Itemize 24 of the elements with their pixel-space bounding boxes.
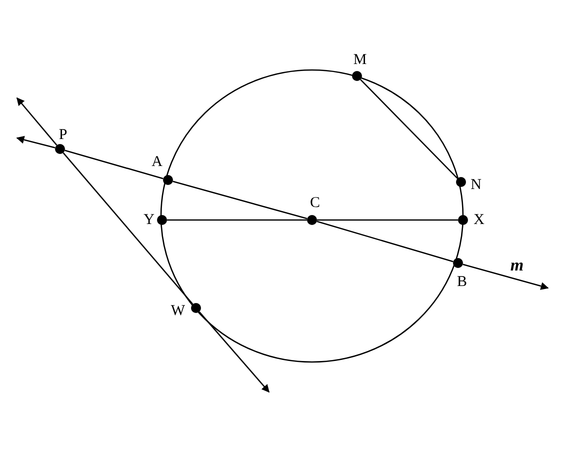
point-label: M (354, 52, 366, 68)
arrow (16, 136, 56, 148)
point-label: X (473, 212, 485, 228)
line-segment (62, 152, 194, 305)
labeled-point (352, 52, 366, 81)
line-segment (167, 219, 307, 221)
labeled-point (307, 195, 321, 225)
point-label: B (456, 274, 468, 290)
line-segment (317, 219, 458, 221)
labeled-point (55, 127, 69, 154)
line-segment (316, 220, 454, 262)
line-segment (64, 150, 164, 180)
arrow (16, 97, 58, 146)
line-segment (172, 180, 308, 220)
point-label: W (172, 303, 184, 319)
labeled-point (151, 154, 173, 185)
point-label: N (470, 177, 482, 193)
arrow (198, 311, 270, 393)
point-label: C (309, 195, 321, 211)
line-segment (360, 79, 458, 179)
point-label: Y (143, 212, 155, 228)
point-label: P (58, 127, 68, 143)
arrow (462, 264, 549, 290)
point-label: A (151, 154, 163, 170)
